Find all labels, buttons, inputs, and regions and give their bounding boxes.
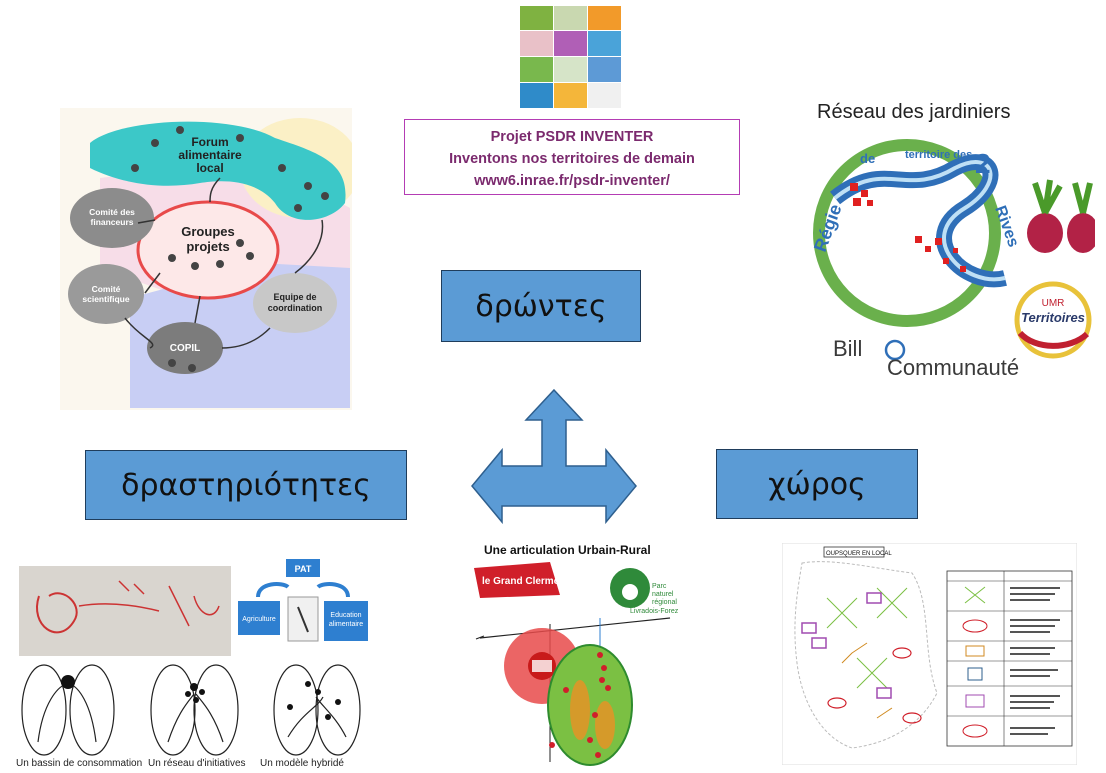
urban-rural-title: Une articulation Urbain-Rural [484, 543, 651, 557]
two-text: 2 [975, 148, 991, 179]
de-text: de [860, 151, 875, 166]
local-map-panel: OUPSQUER EN LOCAL [781, 542, 1078, 766]
copil-label: COPIL [170, 343, 201, 354]
caption-hybride: Un modèle hybridé [260, 758, 344, 769]
pat-label: PAT [295, 564, 312, 574]
territoire-text: territoire des [905, 149, 972, 161]
space-box: χώρος [716, 449, 918, 519]
caption-initiatives: Un réseau d'initiatives [148, 758, 246, 769]
three-way-arrow [470, 388, 638, 528]
space-label: χώρος [768, 466, 866, 502]
billom-text: Bill [833, 336, 862, 361]
actors-box: δρώντες [441, 270, 641, 342]
project-title: Projet PSDR INVENTER [490, 129, 654, 145]
map-title: OUPSQUER EN LOCAL [826, 551, 892, 557]
activities-box: δραστηριότητες [85, 450, 407, 520]
agriculture-label: Agriculture [242, 616, 276, 623]
project-logo-mosaic [520, 6, 622, 108]
network-models-diagram [18, 662, 368, 758]
grand-clermont-logo-text: le Grand Clermont [482, 576, 570, 587]
caption-consommation: Un bassin de consommation [16, 758, 143, 769]
project-url[interactable]: www6.inrae.fr/psdr-inventer/ [474, 173, 670, 189]
territoires-text: Territoires [1021, 310, 1085, 325]
actors-label: δρώντες [475, 288, 607, 324]
urban-rural-panel: Une articulation Urbain-Rural le Grand C… [470, 540, 685, 768]
activities-label: δραστηριότητες [121, 467, 371, 503]
communaute-text: Communauté [887, 355, 1019, 378]
project-info-box: Projet PSDR INVENTER Inventons nos terri… [404, 119, 740, 195]
project-subtitle: Inventons nos territoires de demain [449, 151, 695, 167]
jardiniers-title: Réseau des jardiniers [817, 101, 1010, 123]
whiteboard-photo [19, 566, 231, 656]
umr-text: UMR [1042, 298, 1065, 309]
jardiniers-logo-panel: Réseau des jardiniers Régie de territoir… [795, 88, 1099, 380]
